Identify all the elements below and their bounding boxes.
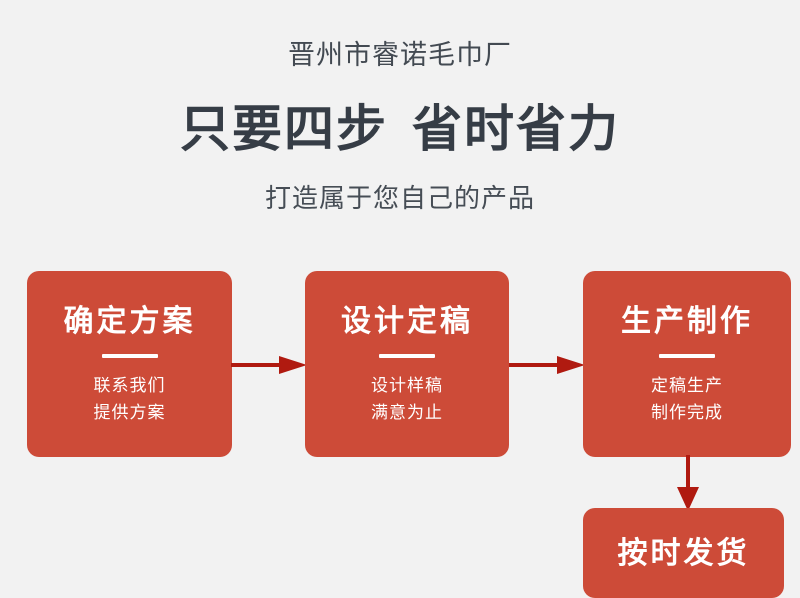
- step-3-line-1: 定稿生产: [651, 376, 723, 395]
- step-3-description: 定稿生产 制作完成: [583, 372, 791, 426]
- headline-left-part: 只要四步: [180, 101, 388, 157]
- step-2-divider: [379, 354, 435, 358]
- step-card-2: 设计定稿 设计样稿 满意为止: [305, 271, 509, 457]
- promo-banner: 晋州市睿诺毛巾厂 只要四步省时省力 打造属于您自己的产品 确定方案 联系我们 提…: [0, 40, 800, 598]
- page-subtitle: 打造属于您自己的产品: [264, 183, 535, 213]
- step-3-divider: [659, 354, 715, 358]
- step-1-description: 联系我们 提供方案: [27, 372, 232, 426]
- step-card-3: 生产制作 定稿生产 制作完成: [583, 271, 791, 457]
- step-3-title: 生产制作: [621, 305, 753, 338]
- step-1-line-2: 提供方案: [93, 403, 166, 422]
- arrow-down-icon-3: [672, 455, 704, 511]
- step-2-title: 设计定稿: [341, 305, 473, 338]
- step-1-divider: [101, 354, 158, 358]
- step-1-line-1: 联系我们: [93, 376, 166, 395]
- step-4-title: 按时发货: [617, 537, 750, 570]
- step-2-description: 设计样稿 满意为止: [305, 372, 509, 426]
- headline-right-part: 省时省力: [412, 101, 620, 157]
- step-1-title: 确定方案: [63, 305, 196, 338]
- page-title: 只要四步省时省力: [0, 98, 800, 160]
- step-2-line-1: 设计样稿: [371, 376, 443, 395]
- arrow-right-glyph-1: [231, 356, 307, 374]
- step-card-1: 确定方案 联系我们 提供方案: [27, 271, 232, 457]
- arrow-right-glyph-2: [509, 356, 585, 374]
- step-3-line-2: 制作完成: [651, 403, 723, 422]
- step-card-4: 按时发货: [583, 508, 784, 598]
- brand-name: 晋州市睿诺毛巾厂: [288, 40, 512, 70]
- arrow-down-glyph-3: [677, 455, 699, 511]
- step-2-line-2: 满意为止: [371, 403, 443, 422]
- arrow-right-icon-2: [509, 353, 585, 377]
- arrow-right-icon-1: [231, 353, 307, 377]
